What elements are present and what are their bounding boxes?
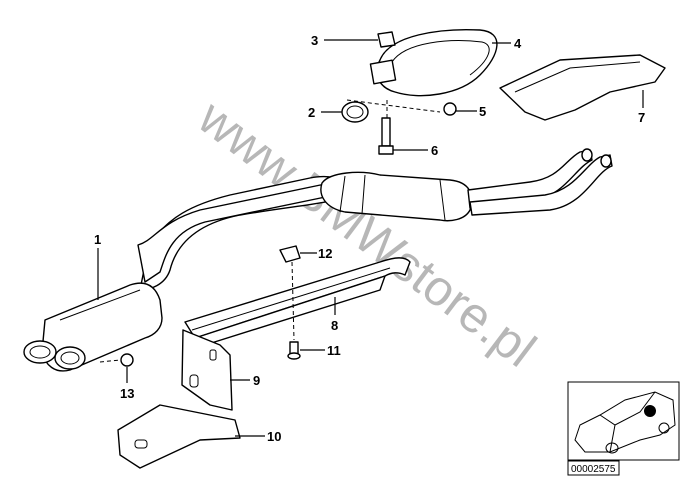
watermark: www.BMWstore.pl bbox=[188, 88, 546, 377]
svg-text:13: 13 bbox=[120, 386, 134, 401]
nut bbox=[377, 31, 396, 48]
location-marker bbox=[644, 405, 656, 417]
callout-10: 10 bbox=[235, 429, 281, 444]
heat-shield bbox=[499, 54, 666, 121]
callout-3: 3 bbox=[311, 33, 378, 48]
bolt bbox=[378, 117, 394, 155]
pipe-clamp bbox=[369, 28, 498, 97]
svg-text:1: 1 bbox=[94, 232, 101, 247]
callout-13: 13 bbox=[120, 367, 134, 401]
callout-12: 12 bbox=[300, 246, 332, 261]
svg-text:10: 10 bbox=[267, 429, 281, 444]
svg-text:9: 9 bbox=[253, 373, 260, 388]
front-muffler bbox=[23, 282, 163, 372]
nut bbox=[120, 353, 134, 367]
callout-1: 1 bbox=[94, 232, 101, 300]
callout-7: 7 bbox=[638, 90, 645, 125]
callout-8: 8 bbox=[331, 297, 338, 333]
svg-text:5: 5 bbox=[479, 104, 486, 119]
svg-text:12: 12 bbox=[318, 246, 332, 261]
vehicle-locator-thumbnail: 00002575 bbox=[567, 381, 680, 476]
callout-6: 6 bbox=[393, 143, 438, 158]
nut bbox=[443, 102, 457, 116]
svg-text:2: 2 bbox=[308, 105, 315, 120]
screw bbox=[287, 341, 301, 360]
svg-text:7: 7 bbox=[638, 110, 645, 125]
svg-text:6: 6 bbox=[431, 143, 438, 158]
clip-nut bbox=[279, 245, 301, 263]
svg-text:4: 4 bbox=[514, 36, 522, 51]
callout-11: 11 bbox=[300, 343, 341, 358]
mounting-plate bbox=[117, 404, 241, 469]
svg-text:3: 3 bbox=[311, 33, 318, 48]
bracket bbox=[181, 329, 233, 411]
support-bracket bbox=[184, 257, 411, 346]
callout-5: 5 bbox=[456, 104, 486, 119]
svg-text:8: 8 bbox=[331, 318, 338, 333]
svg-text:11: 11 bbox=[327, 343, 341, 358]
callout-2: 2 bbox=[308, 105, 342, 120]
diagram-code: 00002575 bbox=[571, 464, 616, 475]
callout-9: 9 bbox=[230, 373, 260, 388]
callout-4: 4 bbox=[492, 36, 522, 51]
spring-clip bbox=[341, 101, 369, 123]
exhaust-pipe bbox=[137, 148, 613, 291]
